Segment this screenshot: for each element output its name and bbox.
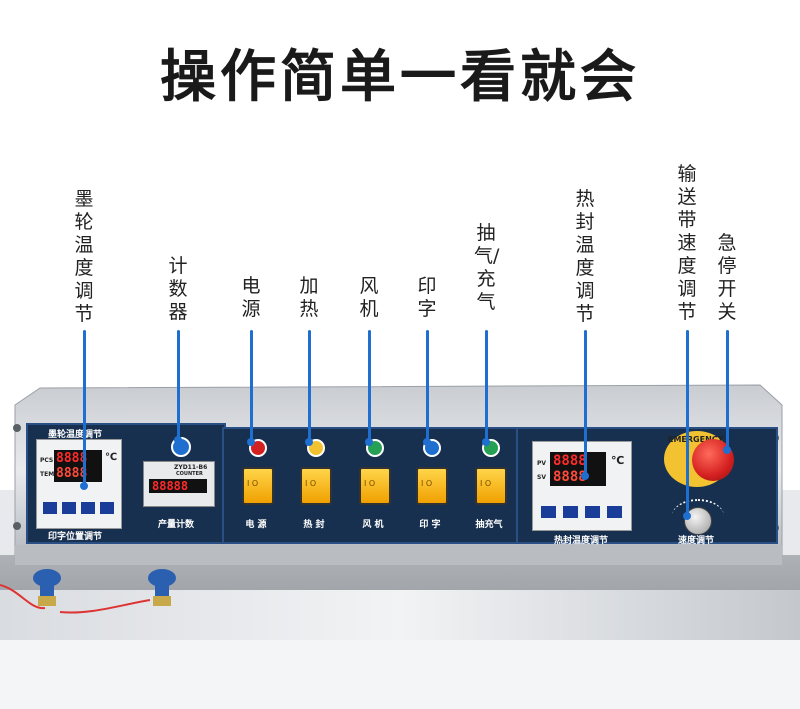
callout-line-printing [426,330,429,442]
callout-label-heating: 加热 [299,275,319,320]
left-control-panel: 墨轮温度调节 PCS TEMP 8888 8888 ℃ 印字位置调节 ZYD11… [26,423,226,544]
left-button[interactable] [81,502,95,514]
callout-line-ink-wheel-temp [83,330,86,486]
counter-model: ZYD11-B6 [174,464,208,471]
seal-temp-button-set[interactable] [541,506,623,520]
switch-symbol: I O [480,479,492,488]
callout-dot-conveyor-speed [683,512,691,520]
callout-dot-ink-wheel-temp [80,482,88,490]
callout-label-emergency-stop: 急停开关 [717,232,737,323]
seal-temp-controller: PV SV 8888 8888 ℃ [532,441,632,531]
seal-celsius-unit: ℃ [611,454,625,467]
ink-temp-display-top: 8888 [56,451,88,466]
callout-line-fan [368,330,371,442]
callout-dot-heating [305,438,313,446]
counter-subtitle: COUNTER [176,471,203,477]
ink-temp-display-bottom: 8888 [56,466,88,481]
ink-temp-controller: PCS TEMP 8888 8888 ℃ [36,439,122,529]
callout-dot-seal-temp [581,472,589,480]
callout-dot-printing [423,438,431,446]
rocker-switch-2[interactable]: I O [300,467,332,505]
switch-label-2: 热 封 [303,520,325,530]
callout-dot-counter [174,436,182,444]
sv-tag: SV [537,474,546,481]
page-title: 操作简单一看就会 [160,45,640,110]
switch-label-5: 抽充气 [475,520,503,530]
pv-tag: PV [537,460,547,467]
seal-up-button[interactable] [607,506,622,518]
switch-symbol: I O [247,479,259,488]
callout-label-fan: 风机 [359,275,379,320]
callout-line-counter [177,330,180,440]
temp-tag: TEMP [40,471,59,478]
switch-panel: I O 电 源 I O 热 封 I O 风 机 I O 印 字 I O 抽充气 [222,427,520,544]
rocker-switch-4[interactable]: I O [416,467,448,505]
counter-display: 88888 [152,479,189,493]
switch-symbol: I O [421,479,433,488]
callout-dot-fan [365,438,373,446]
right-control-panel: PV SV 8888 8888 ℃ 热封温度调节 EMERGENCY 速度调节 [516,427,778,546]
switch-symbol: I O [305,479,317,488]
callout-line-emergency-stop [726,330,729,450]
switch-label-4: 印 字 [419,520,441,530]
switch-symbol: I O [364,479,376,488]
seal-temp-panel-label: 热封温度调节 [554,536,609,546]
callout-line-seal-temp [584,330,587,476]
callout-dot-vacuum-gas [482,438,490,446]
pcs-tag: PCS [40,457,54,464]
ink-temp-button-set[interactable] [43,502,114,516]
callout-label-vacuum-gas: 抽气/充气 [474,222,500,313]
set-button[interactable] [43,502,57,514]
callout-line-conveyor-speed [686,330,689,516]
counter-device: ZYD11-B6 COUNTER 88888 [143,461,215,507]
counter-label: 产量计数 [158,520,195,530]
switch-label-3: 风 机 [362,520,384,530]
callout-line-heating [308,330,311,442]
callout-label-seal-temp: 热封温度调节 [575,188,595,325]
seal-set-button[interactable] [541,506,556,518]
down-button[interactable] [62,502,76,514]
speed-label: 速度调节 [678,536,715,546]
seal-left-button[interactable] [563,506,578,518]
seal-down-button[interactable] [585,506,600,518]
callout-label-ink-wheel-temp: 墨轮温度调节 [74,188,94,325]
callout-dot-power [247,438,255,446]
callout-label-counter: 计数器 [168,255,188,323]
rocker-switch-1[interactable]: I O [242,467,274,505]
up-button[interactable] [100,502,114,514]
seal-temp-display-top: 8888 [553,453,587,469]
callout-line-vacuum-gas [485,330,488,442]
seal-temp-display-bottom: 8888 [553,469,587,485]
callout-label-printing: 印字 [417,275,437,320]
rocker-switch-5[interactable]: I O [475,467,507,505]
switch-label-1: 电 源 [245,520,267,530]
callout-line-power [250,330,253,442]
print-position-label: 印字位置调节 [48,532,103,542]
callout-label-conveyor-speed: 输送带速度调节 [677,163,697,323]
callout-label-power: 电源 [241,275,261,320]
callout-dot-emergency-stop [723,446,731,454]
ink-temp-panel-label: 墨轮温度调节 [48,430,103,440]
rocker-switch-3[interactable]: I O [359,467,391,505]
celsius-unit: ℃ [105,452,118,463]
emergency-text: EMERGENCY [668,435,724,444]
speed-dial-scale [672,499,724,533]
